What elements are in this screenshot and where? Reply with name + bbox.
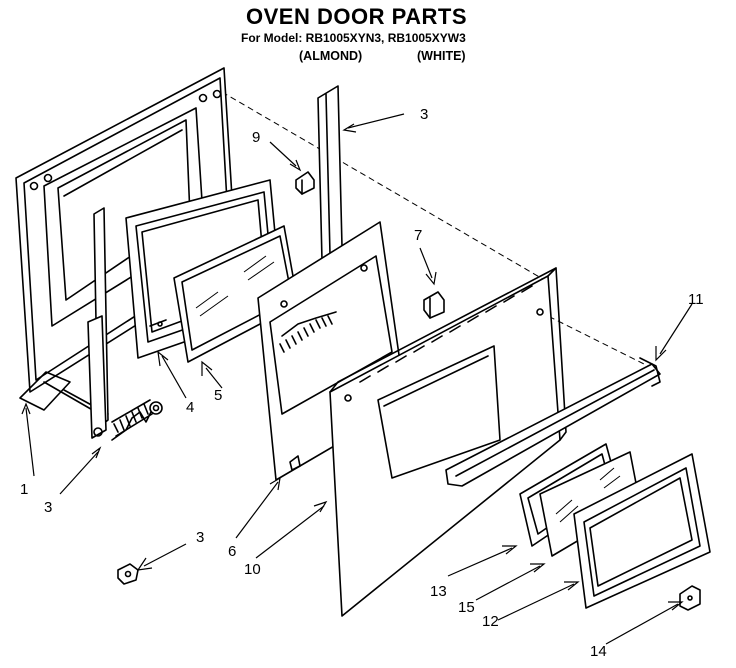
callout-6: 6 bbox=[228, 543, 236, 560]
vent-slots bbox=[359, 285, 533, 383]
callout-11: 11 bbox=[688, 291, 704, 308]
callout-12: 12 bbox=[482, 613, 499, 630]
model-numbers: For Model: RB1005XYN3, RB1005XYW3 bbox=[241, 31, 466, 45]
callout-3-left: 3 bbox=[44, 499, 52, 516]
alignment-lines bbox=[221, 91, 649, 367]
door-trim-rail bbox=[445, 357, 661, 487]
clip-part bbox=[295, 171, 315, 195]
hinge-assembly bbox=[87, 207, 163, 441]
small-bracket bbox=[679, 585, 701, 611]
callout-7: 7 bbox=[414, 227, 422, 244]
callout-3-bottom: 3 bbox=[196, 529, 204, 546]
callout-1: 1 bbox=[20, 481, 28, 498]
callout-5: 5 bbox=[214, 387, 222, 404]
callout-4: 4 bbox=[186, 399, 194, 416]
hinge-spring bbox=[111, 399, 153, 437]
latch-bracket bbox=[423, 291, 445, 319]
color-almond-label: (ALMOND) bbox=[299, 49, 363, 63]
door-trim-frame bbox=[573, 453, 711, 609]
callout-14: 14 bbox=[590, 643, 607, 660]
callout-3-top: 3 bbox=[420, 106, 428, 123]
color-white-label: (WHITE) bbox=[417, 49, 466, 63]
callout-15: 15 bbox=[458, 599, 475, 616]
callout-13: 13 bbox=[430, 583, 447, 600]
leader-lines bbox=[21, 113, 693, 645]
callout-10: 10 bbox=[244, 561, 261, 578]
vertical-channel bbox=[317, 85, 343, 261]
diagram-title: OVEN DOOR PARTS bbox=[246, 4, 468, 29]
callout-9: 9 bbox=[252, 129, 260, 146]
door-gasket-spring bbox=[279, 315, 333, 353]
bushing bbox=[117, 563, 139, 585]
outer-door-panel bbox=[329, 267, 567, 617]
